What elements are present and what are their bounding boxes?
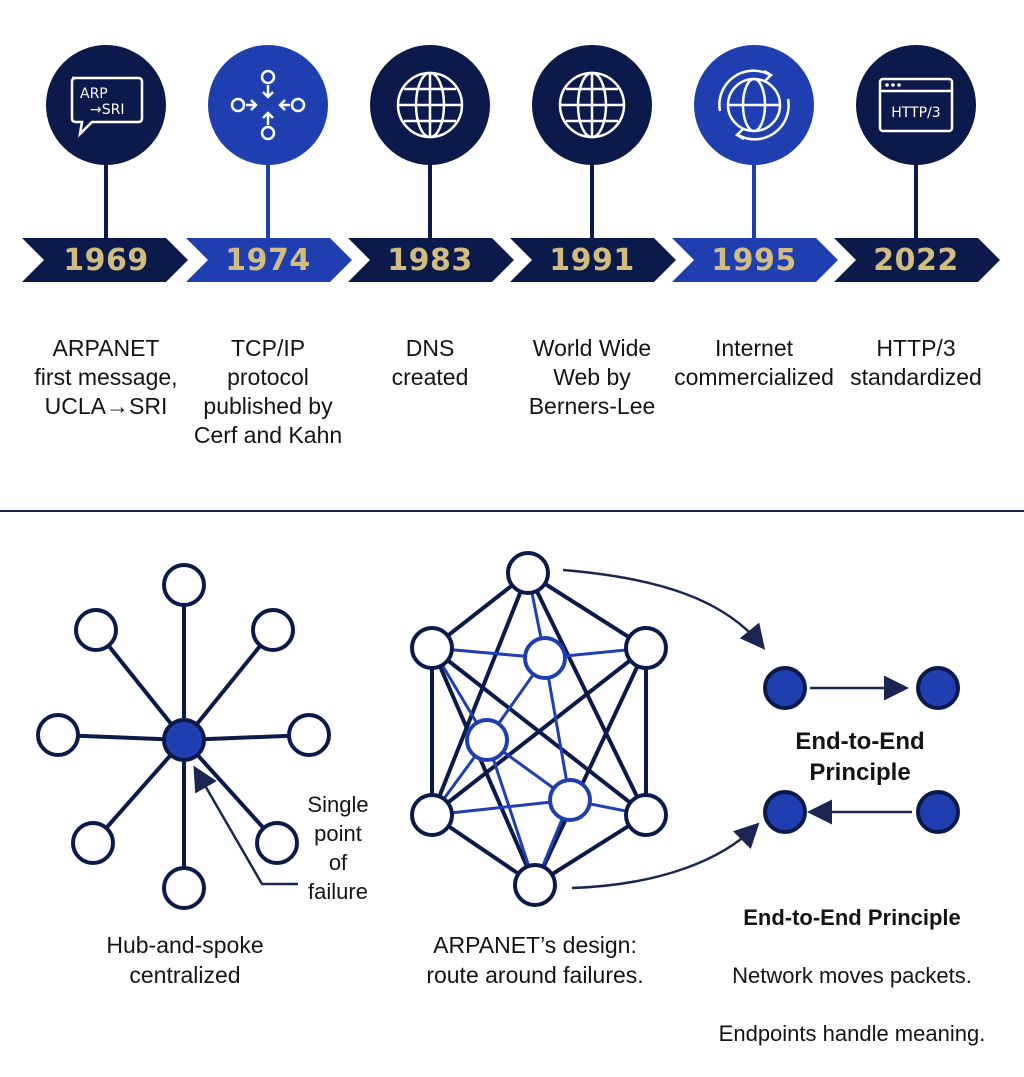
milestone-caption: DNS created <box>391 335 469 390</box>
timeline-stem <box>752 163 756 238</box>
endpoint-node <box>916 790 960 834</box>
spoke-node <box>162 866 206 910</box>
endpoint-node <box>916 666 960 710</box>
mesh-node <box>410 626 454 670</box>
timeline-stem <box>914 163 918 238</box>
end-to-end-caption-title: End-to-End Principle Network moves packe… <box>690 874 1014 1077</box>
year-label: 1991 <box>549 242 635 278</box>
year-arrow-2022 <box>834 238 1000 282</box>
milestone-1969: ARP →SRI 1969 ARPANET first message, UCL… <box>24 0 188 470</box>
icon-text-arp: ARP <box>80 86 108 102</box>
spoke-node <box>255 821 299 865</box>
mesh-node <box>506 551 550 595</box>
year-label: 1983 <box>387 242 473 278</box>
single-point-of-failure-label: Single point of failure <box>307 792 369 904</box>
icon-text-http3: HTTP/3 <box>891 105 940 121</box>
milestone-icon-circle: ARP →SRI <box>46 45 166 165</box>
endpoint-node <box>763 666 807 710</box>
timeline-arrow-band <box>22 238 1000 282</box>
milestone-2022: HTTP/3 2022 HTTP/3 standardized <box>834 0 998 470</box>
mesh-node-inner <box>465 718 509 762</box>
mesh-network-diagram <box>410 551 668 907</box>
milestone-icon-circle <box>370 45 490 165</box>
year-label: 2022 <box>873 242 959 278</box>
mesh-node <box>624 793 668 837</box>
protocol-arrows-icon <box>230 69 306 141</box>
year-label: 1974 <box>225 242 311 278</box>
single-point-of-failure-arrow <box>193 765 298 886</box>
milestone-caption: Internet commercialized <box>674 335 834 390</box>
year-label: 1969 <box>63 242 149 278</box>
milestone-caption: World Wide Web by Berners-Lee <box>528 335 656 419</box>
hub-and-spoke-caption: Hub-and-spoke centralized <box>106 932 264 988</box>
globe-icon <box>558 71 626 139</box>
milestone-icon-circle <box>694 45 814 165</box>
spoke-node <box>74 608 118 652</box>
milestone-1974: 1974 TCP/IP protocol published by Cerf a… <box>186 0 350 470</box>
curved-arrow-top <box>562 568 766 650</box>
milestone-caption: TCP/IP protocol published by Cerf and Ka… <box>193 335 343 448</box>
spoke-node <box>36 713 80 757</box>
timeline-stem <box>104 163 108 238</box>
year-arrow-1974 <box>186 238 352 282</box>
globe-icon <box>396 71 464 139</box>
milestone-caption: HTTP/3 standardized <box>850 335 982 390</box>
milestone-icon-circle <box>208 45 328 165</box>
end-to-end-title: End-to-End Principle <box>795 728 925 786</box>
mesh-node <box>410 793 454 837</box>
year-arrow-1991 <box>510 238 676 282</box>
end-to-end-caption-line1: Network moves packets. <box>732 963 972 988</box>
curved-arrow-bottom <box>571 822 760 890</box>
milestone-icon-circle <box>532 45 652 165</box>
mesh-node-inner <box>548 778 592 822</box>
icon-text-sri: →SRI <box>90 102 124 118</box>
mesh-node <box>513 863 557 907</box>
end-to-end-caption-heading: End-to-End Principle <box>743 905 961 930</box>
end-to-end-caption-line2: Endpoints handle meaning. <box>718 1021 986 1046</box>
network-diagrams <box>36 551 960 910</box>
hub-and-spoke-diagram <box>36 563 331 910</box>
year-label: 1995 <box>711 242 797 278</box>
globe-exchange-icon <box>718 69 790 141</box>
spoke-node <box>71 821 115 865</box>
end-to-end-diagram <box>763 666 960 834</box>
mesh-node-inner <box>523 636 567 680</box>
milestone-1983: 1983 DNS created <box>348 0 512 470</box>
timeline-stem <box>590 163 594 238</box>
spoke-node <box>287 713 331 757</box>
browser-window-icon: HTTP/3 <box>878 77 954 133</box>
section-divider <box>0 510 1024 512</box>
mesh-caption: ARPANET’s design: route around failures. <box>426 932 644 988</box>
year-arrow-1969 <box>22 238 188 282</box>
spoke-node <box>162 563 206 607</box>
spoke-node <box>251 608 295 652</box>
timeline: ARP →SRI 1969 ARPANET first message, UCL… <box>0 0 1024 500</box>
mesh-node <box>624 626 668 670</box>
year-arrow-1995 <box>672 238 838 282</box>
message-bubble-icon: ARP →SRI <box>70 76 144 138</box>
endpoint-node <box>763 790 807 834</box>
year-arrow-1983 <box>348 238 514 282</box>
milestone-1995: 1995 Internet commercialized <box>672 0 836 470</box>
milestone-icon-circle: HTTP/3 <box>856 45 976 165</box>
milestone-1991: 1991 World Wide Web by Berners-Lee <box>510 0 674 470</box>
hub-node <box>162 718 206 762</box>
milestone-caption: ARPANET first message, UCLA→SRI <box>34 335 178 419</box>
timeline-stem <box>266 163 270 238</box>
timeline-stem <box>428 163 432 238</box>
